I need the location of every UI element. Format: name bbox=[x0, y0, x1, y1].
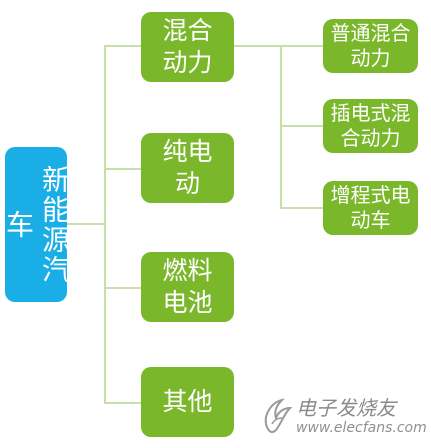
connector-trunk-to-other bbox=[104, 402, 141, 404]
category-label-hybrid: 混合 动力 bbox=[162, 16, 213, 77]
connector-branch-to-sub3 bbox=[280, 207, 323, 209]
category-node-pure-electric: 纯电 动 bbox=[141, 133, 234, 203]
connector-hybrid-to-branch bbox=[234, 45, 281, 47]
subtype-label-conventional-hybrid: 普通混合 动力 bbox=[330, 21, 411, 70]
elecfans-logo-icon bbox=[264, 398, 293, 433]
root-node-label: 新能源汽车 bbox=[2, 164, 71, 285]
category-label-other: 其他 bbox=[162, 387, 213, 416]
subtype-label-plugin-hybrid: 插电式混 合动力 bbox=[330, 101, 411, 150]
category-node-fuel-cell: 燃料 电池 bbox=[141, 252, 234, 322]
watermark-url: www.elecfans.com bbox=[296, 420, 427, 436]
subtype-node-conventional-hybrid: 普通混合 动力 bbox=[323, 19, 418, 73]
connector-trunk-to-electric bbox=[104, 168, 141, 170]
category-label-pure-electric: 纯电 动 bbox=[162, 137, 213, 198]
connector-branch-to-sub2 bbox=[280, 125, 323, 127]
connector-root-to-trunk bbox=[67, 223, 105, 225]
watermark: 电子发烧友 www.elecfans.com bbox=[262, 392, 427, 442]
connector-trunk-to-hybrid bbox=[104, 45, 141, 47]
category-node-hybrid: 混合 动力 bbox=[141, 12, 234, 82]
watermark-title: 电子发烧友 bbox=[296, 396, 396, 420]
connector-trunk-to-fuelcell bbox=[104, 287, 141, 289]
category-label-fuel-cell: 燃料 电池 bbox=[162, 256, 213, 317]
subtype-label-range-extender: 增程式电 动车 bbox=[330, 183, 411, 232]
subtype-node-plugin-hybrid: 插电式混 合动力 bbox=[323, 99, 418, 153]
root-node-new-energy-vehicle: 新能源汽车 bbox=[2, 147, 71, 302]
connector-branch-to-sub1 bbox=[280, 45, 323, 47]
category-node-other: 其他 bbox=[141, 367, 234, 437]
connector-trunk-vertical bbox=[104, 45, 106, 403]
subtype-node-range-extender: 增程式电 动车 bbox=[323, 181, 418, 235]
